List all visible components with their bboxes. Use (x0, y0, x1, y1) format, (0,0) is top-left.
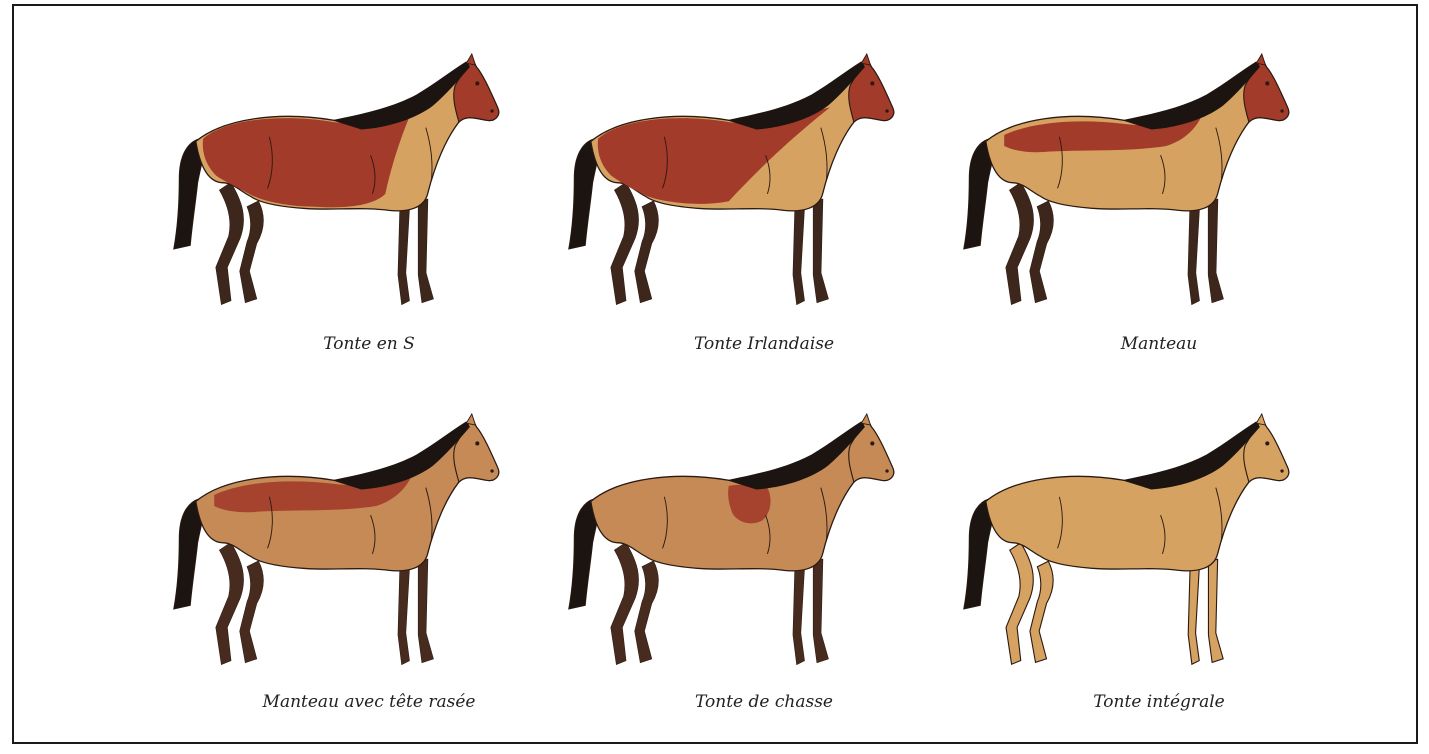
leg-upper-fore2 (813, 559, 828, 662)
nostril-mark (885, 109, 888, 112)
eye-mark (1265, 81, 1269, 85)
figure-frame: Tonte en S Tonte Irlandaise Manteau Mant… (12, 4, 1418, 744)
horse-illustration-blanket: Manteau (924, 34, 1394, 394)
caption-full-clip: Tonte intégrale (924, 692, 1394, 712)
nostril-mark (1280, 109, 1283, 112)
ear-shape (466, 54, 475, 65)
ear-shape (861, 54, 870, 65)
ear-shape (1256, 414, 1265, 425)
ear-shape (466, 414, 475, 425)
nostril-mark (490, 109, 493, 112)
eye-mark (475, 81, 479, 85)
nostril-mark (490, 469, 493, 472)
eye-mark (870, 441, 874, 445)
ear-shape (1256, 54, 1265, 65)
eye-mark (870, 81, 874, 85)
eye-mark (475, 441, 479, 445)
nostril-mark (1280, 469, 1283, 472)
leg-upper-fore2 (813, 199, 828, 302)
leg-fore2 (1208, 559, 1223, 662)
eye-mark (1265, 441, 1269, 445)
leg-upper-fore2 (418, 559, 433, 662)
leg-fore1 (1188, 569, 1199, 665)
leg-upper-fore2 (1208, 199, 1223, 302)
caption-blanket: Manteau (924, 334, 1394, 354)
ear-shape (861, 414, 870, 425)
horse-blanket-drawing (924, 34, 1394, 334)
nostril-mark (885, 469, 888, 472)
leg-hind1 (1006, 543, 1033, 664)
horse-illustration-full-clip: Tonte intégrale (924, 394, 1394, 754)
leg-upper-fore2 (418, 199, 433, 302)
horse-full-clip-drawing (924, 394, 1394, 694)
